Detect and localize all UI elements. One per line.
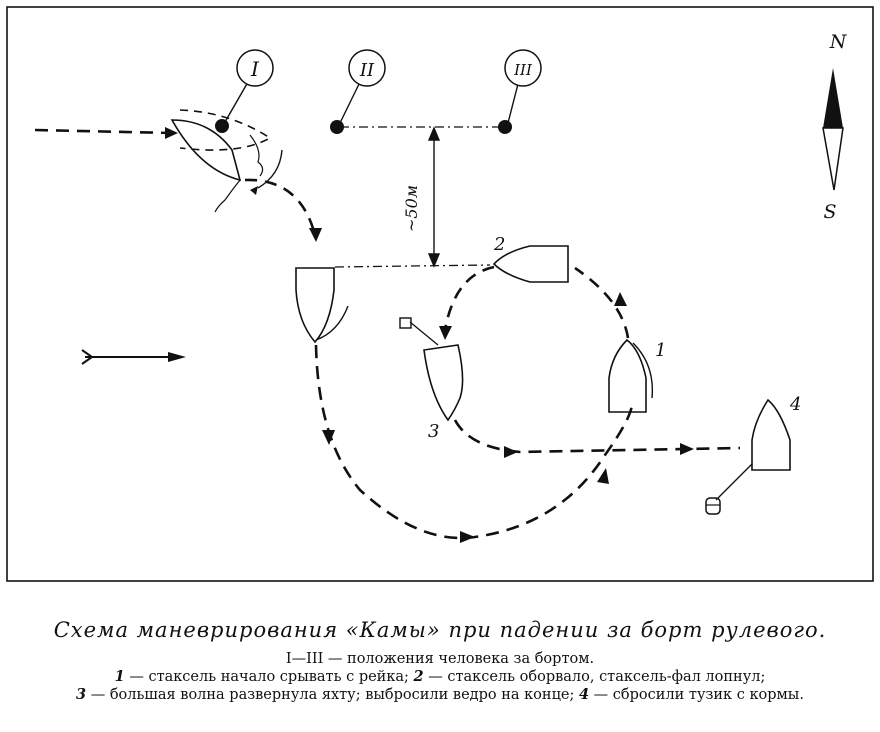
legend-num-1: 1 (114, 668, 125, 685)
stage-label-1: 1 (655, 340, 666, 361)
compass-south: S (823, 201, 836, 223)
marker-II: II (330, 49, 386, 134)
marker-I: I (215, 49, 274, 133)
yacht-position-I (170, 109, 272, 213)
legend-num-4: 4 (578, 686, 590, 703)
legend-text-1: — стаксель начало срывать с рейка; (124, 669, 414, 685)
legend-text-4: — сбросили тузик с кормы. (589, 687, 804, 703)
yacht-stage-1 (608, 338, 654, 413)
wind-arrow (81, 349, 175, 365)
yacht-turn (295, 267, 349, 344)
marker-I-label: I (250, 57, 260, 81)
caption-title: Схема маневрирования «Камы» при падении … (53, 618, 827, 642)
legend-num-3: 3 (76, 686, 87, 703)
stage-label-4: 4 (789, 394, 801, 415)
stage-label-3: 3 (428, 421, 439, 442)
course-big-loop (314, 344, 634, 540)
arrow-small-curl (250, 186, 258, 195)
yacht-stage-4 (705, 398, 791, 515)
course-1-to-2 (574, 266, 630, 339)
wind-arrow-head (168, 352, 186, 362)
marker-II-label: II (359, 60, 375, 81)
arrow-right-3a (504, 446, 518, 458)
caption-roman-note: I—III — положения человека за бортом. (285, 651, 595, 667)
course-I-to-turn (244, 178, 317, 236)
maneuver-diagram: I II III ~50м 1 (6, 6, 874, 582)
distance-label: ~50м (402, 185, 421, 232)
arrow-down-1 (309, 228, 322, 242)
arrow-loop-2 (460, 531, 475, 543)
arrow-incoming (165, 127, 178, 139)
caption-legend: 1 — стаксель начало срывать с рейка; 2 —… (0, 668, 880, 704)
marker-III-label: III (513, 61, 533, 79)
diagram-frame (6, 6, 874, 582)
arrow-down-3 (439, 326, 452, 340)
course-3-to-4 (453, 419, 741, 454)
stage-label-2: 2 (493, 234, 505, 255)
distance-dimension (427, 126, 441, 268)
arrow-loop-3 (597, 468, 609, 484)
compass-north: N (829, 31, 848, 53)
arrow-up-2 (614, 292, 627, 306)
arrow-loop-1 (322, 430, 335, 445)
legend-text-3: — большая волна развернула яхту; выброси… (86, 687, 579, 703)
yacht-stage-3 (399, 317, 464, 422)
reference-line (334, 264, 491, 268)
legend-text-2: — стаксель оборвало, стаксель-фал лопнул… (423, 669, 766, 685)
arrow-right-3b (680, 443, 694, 455)
marker-III: III (498, 49, 542, 134)
sail-curl (257, 149, 283, 189)
yacht-stage-2 (492, 245, 569, 283)
legend-num-2: 2 (413, 668, 424, 685)
compass: N S (822, 31, 848, 223)
course-2-to-3 (443, 265, 495, 331)
incoming-course (34, 128, 173, 135)
